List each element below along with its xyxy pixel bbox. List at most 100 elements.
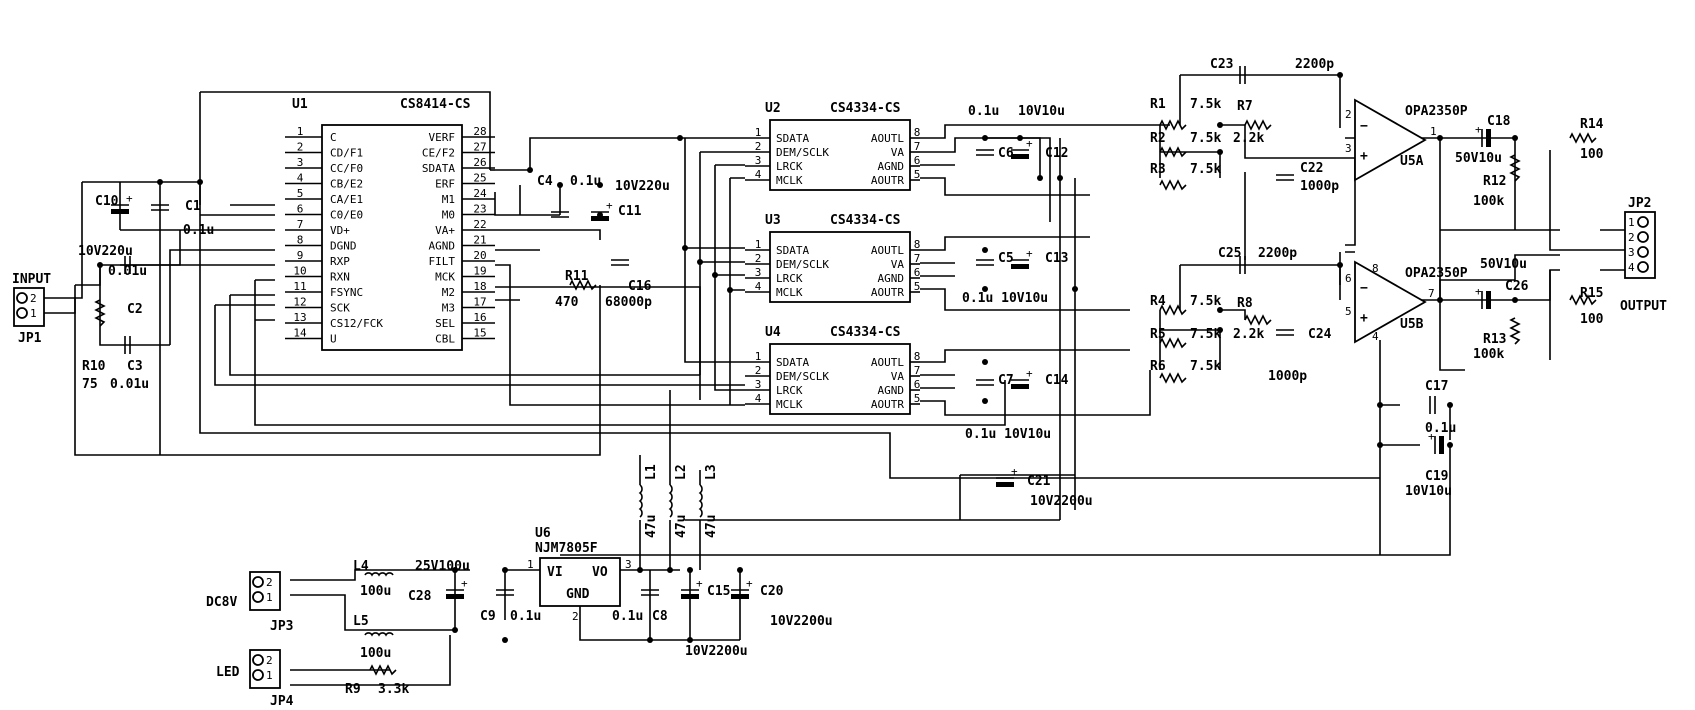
c5-c13-value: 0.1u 10V10u — [962, 291, 1048, 306]
jp4-pin2-pad — [252, 654, 264, 666]
dac-pin-number: 2 — [755, 140, 762, 153]
jp4-pin1: 1 — [266, 669, 273, 682]
passive-components: ++++++++++++ — [94, 66, 1597, 676]
junction-dot — [1337, 72, 1343, 78]
l3-symbol — [698, 484, 703, 518]
junction-dot — [1072, 286, 1078, 292]
l2-label: L2 — [674, 464, 689, 480]
junction-dot — [677, 135, 683, 141]
dac-pin-number: 8 — [914, 126, 921, 139]
junction-dot — [502, 567, 508, 573]
u5a-opamp: − + 2 3 1 OPA2350P U5A — [1345, 98, 1468, 182]
c17-value: 0.1u — [1425, 421, 1456, 436]
dac-pin-number: 6 — [914, 266, 921, 279]
l2-symbol — [668, 484, 673, 518]
jp2-pin4-pad — [1637, 261, 1649, 273]
c16-value: 68000p — [605, 295, 652, 310]
u1-pin-signal: M0 — [442, 209, 455, 222]
u2-ref: U2 — [765, 101, 781, 116]
u5a-part: OPA2350P — [1405, 104, 1468, 119]
u1-pin-number: 5 — [297, 187, 304, 200]
c18-value: 50V10u — [1455, 151, 1502, 166]
jp1-pin2: 2 — [30, 292, 37, 305]
c23-label: C23 — [1210, 57, 1233, 72]
c12-symbol — [1011, 154, 1029, 159]
jp2-pin1: 1 — [1628, 216, 1635, 229]
l1-label: L1 — [644, 464, 659, 480]
c1-label: C1 — [185, 199, 201, 214]
r11-symbol — [569, 279, 597, 291]
u5b-pin8: 8 — [1372, 262, 1379, 275]
c26-value: 50V10u — [1480, 257, 1527, 272]
c20-value: 10V2200u — [770, 614, 833, 629]
junction-dot — [1217, 149, 1223, 155]
junction-dot — [697, 259, 703, 265]
l3-value: 47u — [704, 515, 719, 538]
c8-value: 0.1u — [612, 609, 643, 624]
jp4-pin1-pad — [252, 669, 264, 681]
c14-label: C14 — [1045, 373, 1069, 388]
dac-pin-signal: SDATA — [776, 356, 809, 369]
dac-pin-signal: AOUTR — [871, 174, 904, 187]
junction-dot — [982, 247, 988, 253]
junction-dot — [97, 262, 103, 268]
dac-pin-number: 8 — [914, 350, 921, 363]
junction-dot — [727, 287, 733, 293]
c3-label: C3 — [127, 359, 143, 374]
dac-pin-number: 6 — [914, 378, 921, 391]
c4-label: C4 — [537, 174, 553, 189]
u5b-ref: U5B — [1400, 317, 1424, 332]
u1-pin-signal: ERF — [435, 178, 455, 191]
u3-body — [769, 231, 911, 303]
junction-dot — [712, 272, 718, 278]
junction-dot — [502, 637, 508, 643]
dac-pin-number: 1 — [755, 350, 762, 363]
r7-label: R7 — [1237, 99, 1253, 114]
c20-symbol — [731, 594, 749, 599]
c6-label: C6 — [998, 146, 1014, 161]
jp2-pin2-pad — [1637, 231, 1649, 243]
dac-pin-number: 4 — [755, 392, 762, 405]
u1-pin-number: 18 — [473, 280, 486, 293]
r3-label: R3 — [1150, 162, 1166, 177]
r7-symbol — [1244, 119, 1272, 131]
l5-label: L5 — [353, 614, 369, 629]
dac-pin-signal: VA — [891, 370, 905, 383]
u1-pin-signal: VD+ — [330, 224, 350, 237]
u1-pin-signal: MCK — [435, 271, 455, 284]
u1-pin-signal: RXN — [330, 271, 350, 284]
jp1-name: INPUT — [12, 272, 51, 287]
jp2-pin3-pad — [1637, 246, 1649, 258]
c2-label: C2 — [127, 302, 143, 317]
r10-label: R10 — [82, 359, 106, 374]
dac-pin-signal: LRCK — [776, 160, 803, 173]
c26-label: C26 — [1505, 279, 1529, 294]
jp3-name: DC8V — [206, 595, 237, 610]
u1-pin-number: 12 — [293, 296, 306, 309]
u3-ref: U3 — [765, 213, 781, 228]
dac-pin-number: 7 — [914, 140, 921, 153]
c3-value: 0.01u — [110, 377, 149, 392]
c7-label: C7 — [998, 373, 1014, 388]
u1-pin-number: 14 — [293, 327, 307, 340]
u1-pin-signal: CE/F2 — [422, 147, 455, 160]
junction-dot — [1057, 175, 1063, 181]
u1-pin-number: 17 — [473, 296, 486, 309]
u1-pin-number: 11 — [293, 280, 306, 293]
u1-pin-number: 25 — [473, 172, 486, 185]
dac-pin-number: 5 — [914, 392, 921, 405]
u1-pin-number: 4 — [297, 172, 304, 185]
c26-symbol — [1486, 291, 1491, 309]
polarity-mark: + — [746, 577, 753, 590]
u1-pin-signal: C0/E0 — [330, 209, 363, 222]
jp1-pin1: 1 — [30, 307, 37, 320]
u5b-part: OPA2350P — [1405, 266, 1468, 281]
junction-dot — [1337, 262, 1343, 268]
dac-pin-signal: AGND — [878, 160, 905, 173]
dac-pin-signal: SDATA — [776, 244, 809, 257]
jp2-name: OUTPUT — [1620, 299, 1667, 314]
junction-dot — [1217, 307, 1223, 313]
